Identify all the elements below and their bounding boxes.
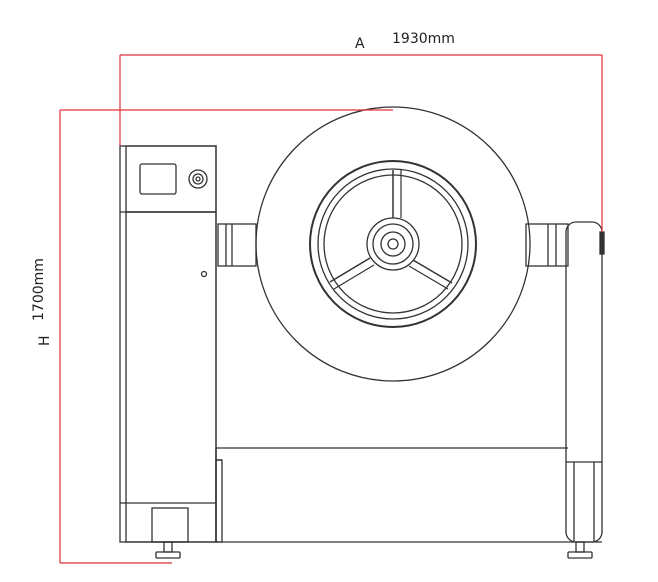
leveling-feet <box>155 541 593 559</box>
tumbler-drum <box>255 106 531 382</box>
right-support-column <box>565 221 605 543</box>
drum-hub <box>329 170 453 290</box>
height-letter-label: H <box>37 335 53 346</box>
width-value-label: 1930mm <box>392 31 455 47</box>
width-letter-label: A <box>355 36 365 52</box>
dimension-lines <box>59 54 603 564</box>
right-bearing <box>525 223 569 267</box>
knob-icon <box>188 169 208 189</box>
control-cabinet <box>119 145 223 543</box>
left-bearing <box>217 223 257 267</box>
display-screen-icon <box>139 163 177 195</box>
base-frame <box>215 447 602 543</box>
height-value-label: 1700mm <box>31 258 47 321</box>
